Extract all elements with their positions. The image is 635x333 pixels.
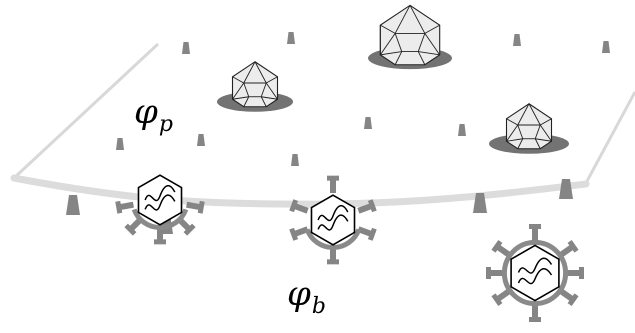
receptor <box>513 34 521 46</box>
capsid-facet <box>409 5 426 34</box>
capsid-facet <box>265 82 278 100</box>
receptor <box>559 179 573 199</box>
capsid-facet <box>243 96 250 107</box>
plane-right-edge <box>584 91 635 184</box>
capsid-facet <box>394 33 403 52</box>
capsid-facet <box>261 96 278 100</box>
wavy-genome-icon <box>317 204 349 222</box>
capsid-facet <box>506 124 519 142</box>
phi-p-subscript: p <box>159 112 173 137</box>
receptor <box>458 124 466 136</box>
wavy-genome-icon <box>317 214 349 231</box>
capsid-outline <box>505 103 553 150</box>
wavy-genome-icon <box>517 257 553 274</box>
virion <box>289 175 377 265</box>
capsid-facet <box>232 82 245 100</box>
capsid-facet <box>417 51 426 65</box>
spike-cap <box>197 200 205 214</box>
virion-capsid <box>510 244 560 302</box>
capsid-facet <box>535 138 552 142</box>
spike-cap <box>491 293 503 307</box>
virion <box>115 174 205 245</box>
spike-cap <box>567 239 579 253</box>
wavy-genome-icon <box>517 268 553 285</box>
capsid-facet <box>260 82 267 97</box>
capsid-facet <box>254 61 267 84</box>
virion-ring <box>131 208 189 231</box>
capsid-facet <box>232 96 249 100</box>
virion-ring <box>501 239 569 307</box>
capsid-facet <box>517 103 530 126</box>
receptor <box>116 138 124 150</box>
plate-receptors <box>66 32 610 234</box>
receptor <box>197 134 205 146</box>
capsid-outline <box>231 61 279 108</box>
capsid-facet <box>517 124 524 139</box>
receptor <box>364 117 372 129</box>
receptor <box>287 32 295 44</box>
virion-capsid <box>137 174 183 226</box>
spike-cap <box>289 199 299 213</box>
capsid-facet <box>506 118 518 126</box>
capsid-facet <box>418 51 440 56</box>
virion-ring <box>304 228 362 251</box>
capsid-facet <box>232 76 244 84</box>
capsid-facet <box>534 138 541 149</box>
capsid-facet <box>380 24 396 34</box>
capsid-facet <box>539 124 552 142</box>
phi-b-label: φb <box>287 274 326 319</box>
capsid-facet <box>424 33 441 56</box>
capsid-facet <box>243 82 250 97</box>
free-virions <box>115 174 584 322</box>
spike-cap <box>183 223 196 236</box>
capsid-outline <box>379 4 441 66</box>
phi-p-label: φp <box>134 92 173 137</box>
capsid-facet <box>394 51 403 65</box>
capsid-facet <box>540 118 552 126</box>
capsid-facet <box>379 33 396 56</box>
capsid-facet <box>528 103 541 126</box>
capsid-facet <box>380 51 402 56</box>
spike-cap <box>289 227 299 241</box>
capsid-facet <box>266 76 278 84</box>
icosahedral-capsid <box>217 61 293 112</box>
capsid-facet <box>424 24 440 34</box>
virion <box>486 224 584 322</box>
plane-front-rim <box>10 174 590 208</box>
icosahedral-capsid <box>368 4 452 70</box>
receptor <box>473 193 487 213</box>
capsid-facet <box>506 138 523 142</box>
phi-b-subscript: b <box>312 294 326 319</box>
capsid-facet <box>243 61 256 84</box>
receptor <box>291 154 299 166</box>
wavy-genome-icon <box>144 184 176 202</box>
spike-cap <box>115 200 123 214</box>
capsid-facet <box>394 5 411 34</box>
receptor <box>182 42 190 54</box>
receptor <box>602 41 610 53</box>
spike-cap <box>491 239 503 253</box>
spike-cap <box>124 223 137 236</box>
spike-cap <box>367 199 377 213</box>
icosahedral-capsid <box>489 103 569 154</box>
capsid-facet <box>260 96 267 107</box>
spike-cap <box>367 227 377 241</box>
spike-cap <box>567 293 579 307</box>
capsid-facet <box>417 33 426 52</box>
capsid-facet <box>534 124 541 139</box>
capsid-facet <box>517 138 524 149</box>
receptor <box>66 195 80 215</box>
plane-back-edge <box>12 42 160 180</box>
wavy-genome-icon <box>144 194 176 211</box>
adsorbed-capsids <box>217 4 569 154</box>
